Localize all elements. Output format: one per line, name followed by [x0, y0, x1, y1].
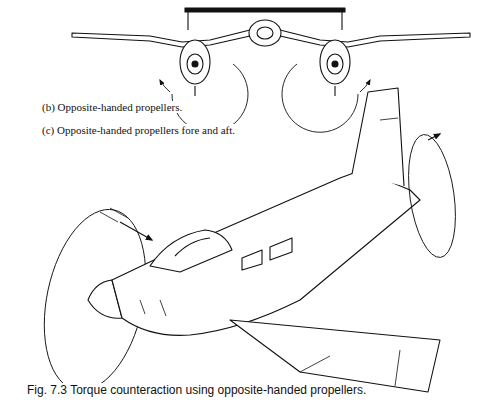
subfigure-label: (b) Opposite-handed propellers.: [40, 101, 184, 113]
rear-rotation-arrow: [428, 134, 440, 140]
left-gear: [194, 86, 195, 96]
left-cowl: [187, 54, 203, 74]
left-spinner: [192, 61, 198, 67]
control-surfaces: [300, 350, 400, 386]
subfigure-label: (c) Opposite-handed propellers fore and …: [40, 124, 237, 136]
fin: [352, 88, 404, 186]
rear-propeller-disc: [402, 132, 463, 261]
right-spinner: [332, 61, 338, 67]
left-nacelle: [180, 40, 210, 84]
wing: [230, 320, 440, 392]
right-nacelle: [320, 40, 350, 84]
canopy: [150, 230, 232, 272]
right-propeller-disc: [282, 64, 358, 132]
figure-caption: Fig. 7.3 Torque counteraction using oppo…: [25, 383, 368, 397]
rudder-line: [380, 118, 398, 120]
left-rotation-arrow: [160, 80, 170, 92]
fuselage: [249, 20, 281, 46]
fuselage: [112, 170, 420, 335]
tailplane: [185, 8, 345, 12]
flow-lines: [100, 208, 128, 222]
canopy-frame: [175, 238, 210, 256]
front-rotation-arrow: [120, 222, 152, 240]
right-gear: [334, 86, 335, 96]
right-cowl: [327, 54, 343, 74]
side-windows: [242, 238, 292, 270]
cowl-panels: [140, 300, 166, 316]
left-propeller-disc: [172, 64, 248, 132]
fuselage-nose: [257, 27, 273, 39]
right-rotation-arrow: [360, 80, 370, 92]
